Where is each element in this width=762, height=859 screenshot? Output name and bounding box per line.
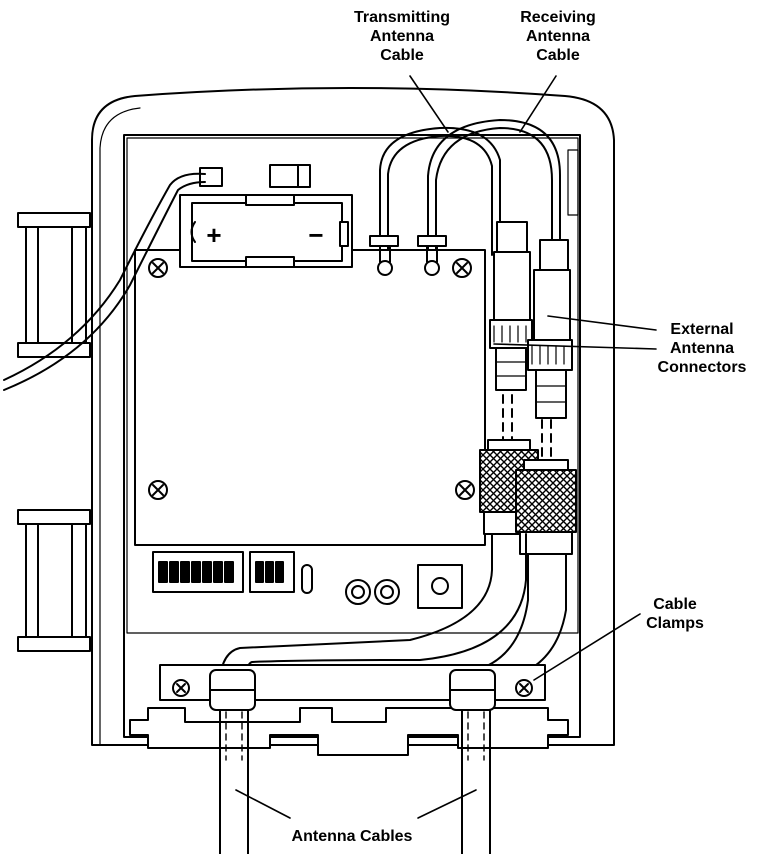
leader-external-1 [547, 315, 657, 331]
leader-clamps [533, 613, 641, 681]
label-tx-line3: Cable [380, 47, 424, 64]
leader-antenna-cables-right [417, 789, 477, 819]
label-rx-line1: Receiving [520, 9, 596, 26]
wire-connector [199, 167, 223, 187]
base-rail [129, 664, 569, 756]
power-cable [3, 172, 206, 391]
battery-holder [179, 194, 353, 268]
terminal-left [369, 235, 399, 276]
screw-top-right [452, 258, 472, 278]
leader-tx [409, 75, 449, 133]
dip-switch-bank-2 [249, 551, 295, 593]
screw-bottom-right [455, 480, 475, 500]
label-clamps-line1: Cable [653, 596, 697, 613]
cable-clamp-right [449, 669, 533, 711]
top-component [269, 164, 311, 188]
mounting-plate [134, 249, 486, 546]
external-connector-tx [489, 221, 533, 391]
leader-antenna-cables-left [235, 789, 291, 819]
led-indicators [345, 579, 400, 605]
antenna-cables-exit [219, 709, 491, 855]
cable-clamp-left [172, 669, 256, 711]
label-clamps-line2: Clamps [646, 615, 704, 632]
label-tx-line1: Transmitting [353, 9, 451, 26]
label-antenna-cables: Antenna Cables [291, 828, 413, 845]
label-ext-line2: Antenna [670, 340, 734, 357]
label-cable-clamps: Cable Clamps [646, 595, 704, 633]
battery-plus-sign: + [206, 220, 221, 250]
alignment-dashes-tx [502, 394, 513, 446]
jumper [301, 564, 313, 594]
hinge-upper [17, 212, 91, 358]
label-tx-line2: Antenna [369, 28, 434, 45]
leader-external-2 [493, 343, 657, 350]
leader-rx [519, 75, 557, 133]
test-connector [417, 564, 463, 609]
label-ext-line3: Connectors [657, 359, 747, 376]
label-rx-line2: Antenna [526, 28, 590, 45]
terminal-right [417, 235, 447, 276]
screw-top-left [148, 258, 168, 278]
label-ext-line1: External [670, 321, 734, 338]
alignment-dashes-rx [541, 419, 552, 463]
circuit-board [126, 137, 579, 634]
battery-minus-sign: − [308, 220, 323, 250]
label-receiving-cable: Receiving Antenna Cable [520, 8, 596, 65]
hinge-lower [17, 509, 91, 652]
dip-switch-bank-1 [152, 551, 244, 593]
screw-bottom-left [148, 480, 168, 500]
label-transmitting-cable: Transmitting Antenna Cable [354, 8, 450, 65]
label-external-connectors: External Antenna Connectors [658, 320, 747, 377]
transmitting-antenna-cable [379, 126, 501, 256]
knurled-connector-rx [515, 459, 577, 555]
receiving-antenna-cable [427, 119, 561, 261]
label-rx-line3: Cable [536, 47, 580, 64]
